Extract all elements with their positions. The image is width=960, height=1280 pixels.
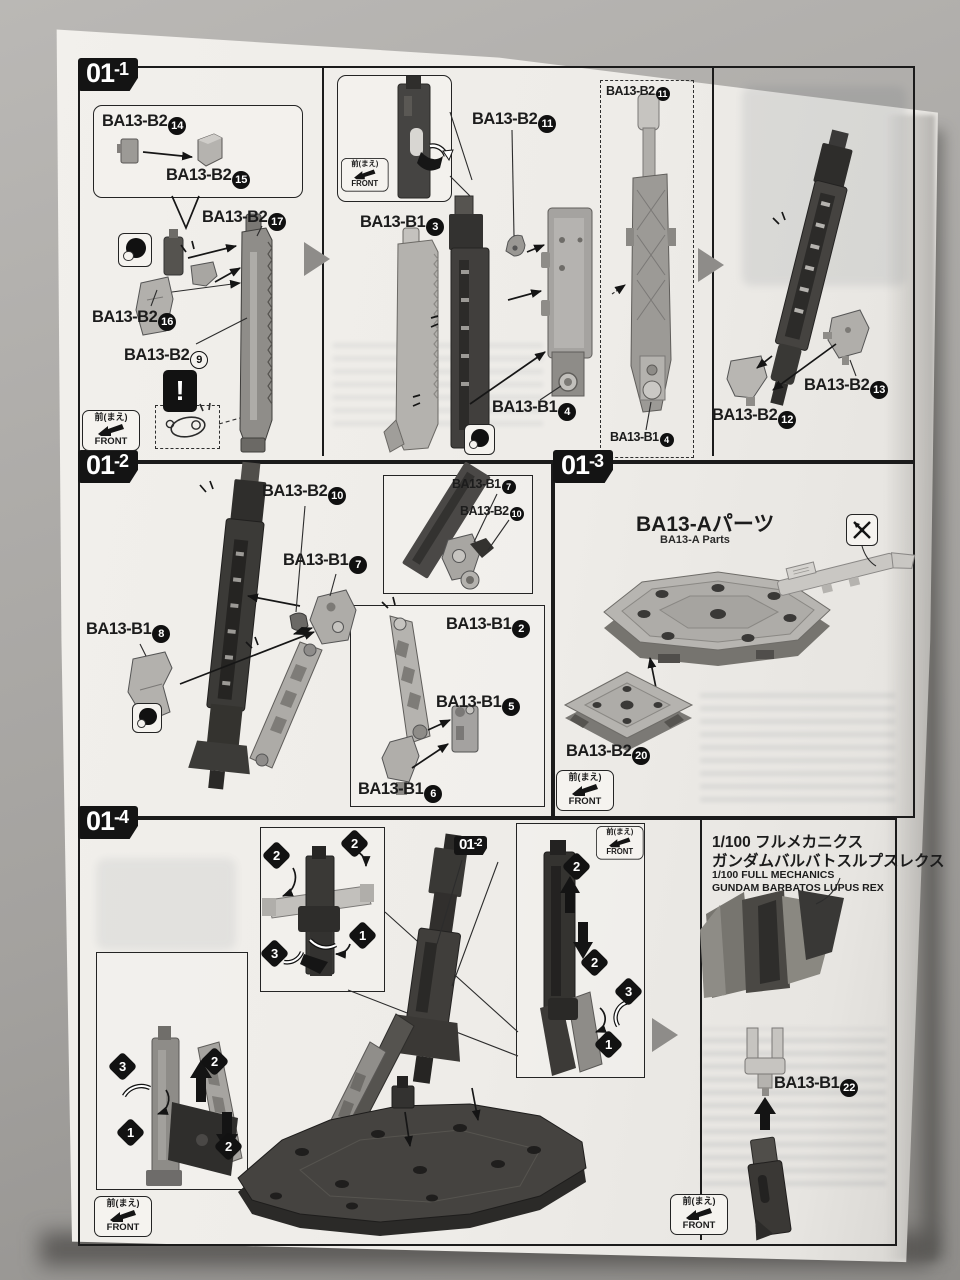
section-01-2-frame [78, 462, 553, 818]
section-01-3-frame [553, 462, 915, 818]
front-direction-icon: 前(まえ) FRONT [556, 770, 614, 811]
front-arrow-glyph [354, 169, 376, 180]
front-direction-icon: 前(まえ) FRONT [670, 1194, 728, 1235]
polycap-icon [132, 703, 162, 733]
section-01-4-frame [78, 818, 897, 1246]
step-badge-01-1: 01-1 [78, 58, 139, 91]
polycap-icon [118, 233, 152, 267]
next-step-arrow-icon [652, 1018, 678, 1052]
parts-group-title-en: BA13-A Parts [660, 534, 730, 546]
nipper-icon [846, 514, 878, 546]
parts-group-title-jp: BA13-Aパーツ [636, 513, 775, 536]
whistle-icon [165, 402, 211, 438]
product-name-en-1: 1/100 FULL MECHANICS [712, 869, 835, 881]
option-panel [600, 80, 694, 458]
product-name-jp-1: 1/100 フルメカニクス [712, 834, 864, 851]
front-direction-icon: 前(まえ) FRONT [82, 410, 140, 451]
next-step-arrow-icon [304, 242, 330, 276]
step-badge-01-3: 01-3 [553, 450, 614, 483]
front-arrow-glyph [110, 1210, 136, 1222]
front-arrow-glyph [686, 1208, 712, 1220]
product-name-en-2: GUNDAM BARBATOS LUPUS REX [712, 882, 884, 894]
front-arrow-glyph [572, 784, 598, 796]
front-arrow-glyph [98, 424, 124, 436]
panel-divider [700, 820, 702, 1240]
step-badge-01-2: 01-2 [78, 450, 139, 483]
front-arrow-glyph [609, 837, 631, 848]
next-step-arrow-icon [698, 248, 724, 282]
warning-icon: ! [163, 370, 197, 412]
nipper-glyph [853, 521, 871, 539]
front-direction-icon: 前(まえ) FRONT [94, 1196, 152, 1237]
product-name-jp-2: ガンダムバルバトスルプスレクス [712, 853, 945, 870]
front-direction-icon: 前(まえ) FRONT [596, 826, 644, 860]
ref-badge-01-2: 01-2 [454, 836, 488, 855]
front-direction-icon: 前(まえ) FRONT [341, 158, 389, 192]
polycap-icon [464, 424, 495, 455]
section-01-1-frame [78, 66, 915, 462]
step-badge-01-4: 01-4 [78, 806, 139, 839]
paper-curl-shade [885, 115, 935, 1260]
